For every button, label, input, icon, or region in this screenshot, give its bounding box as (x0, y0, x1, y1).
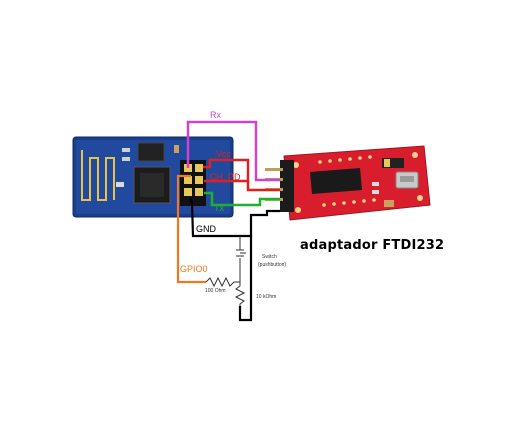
vcc-wire (203, 158, 280, 192)
resistor-10k-label: 10 kOhm (256, 294, 276, 300)
resistor-10k-symbol (234, 258, 246, 306)
pushbutton-label: (pushbutton) (258, 262, 286, 268)
switch-label: Switch (262, 254, 277, 260)
usb-connector-icon (395, 171, 419, 189)
rx-label: Rx (210, 110, 221, 120)
tx-label: Tx (214, 203, 224, 213)
rx-wire (186, 120, 280, 182)
gnd-drop-wire (238, 236, 253, 322)
vcc-label: Vcc (216, 149, 232, 159)
gpio0-wire (176, 174, 206, 284)
adapter-title: adaptador FTDI232 (300, 238, 445, 253)
ftdi232-adapter-illustration (265, 145, 431, 221)
gpio0-label: GPIO0 (180, 264, 208, 274)
esp8266-module-illustration (72, 136, 234, 218)
ch-pd-label: CH_PD (210, 172, 241, 182)
resistor-100-label: 100 Ohm (205, 288, 226, 294)
gnd-wire (188, 197, 280, 238)
gnd-label: GND (196, 224, 217, 234)
pushbutton-switch-icon (236, 236, 246, 257)
resistor-icon (205, 276, 240, 288)
tx-wire (204, 191, 280, 207)
